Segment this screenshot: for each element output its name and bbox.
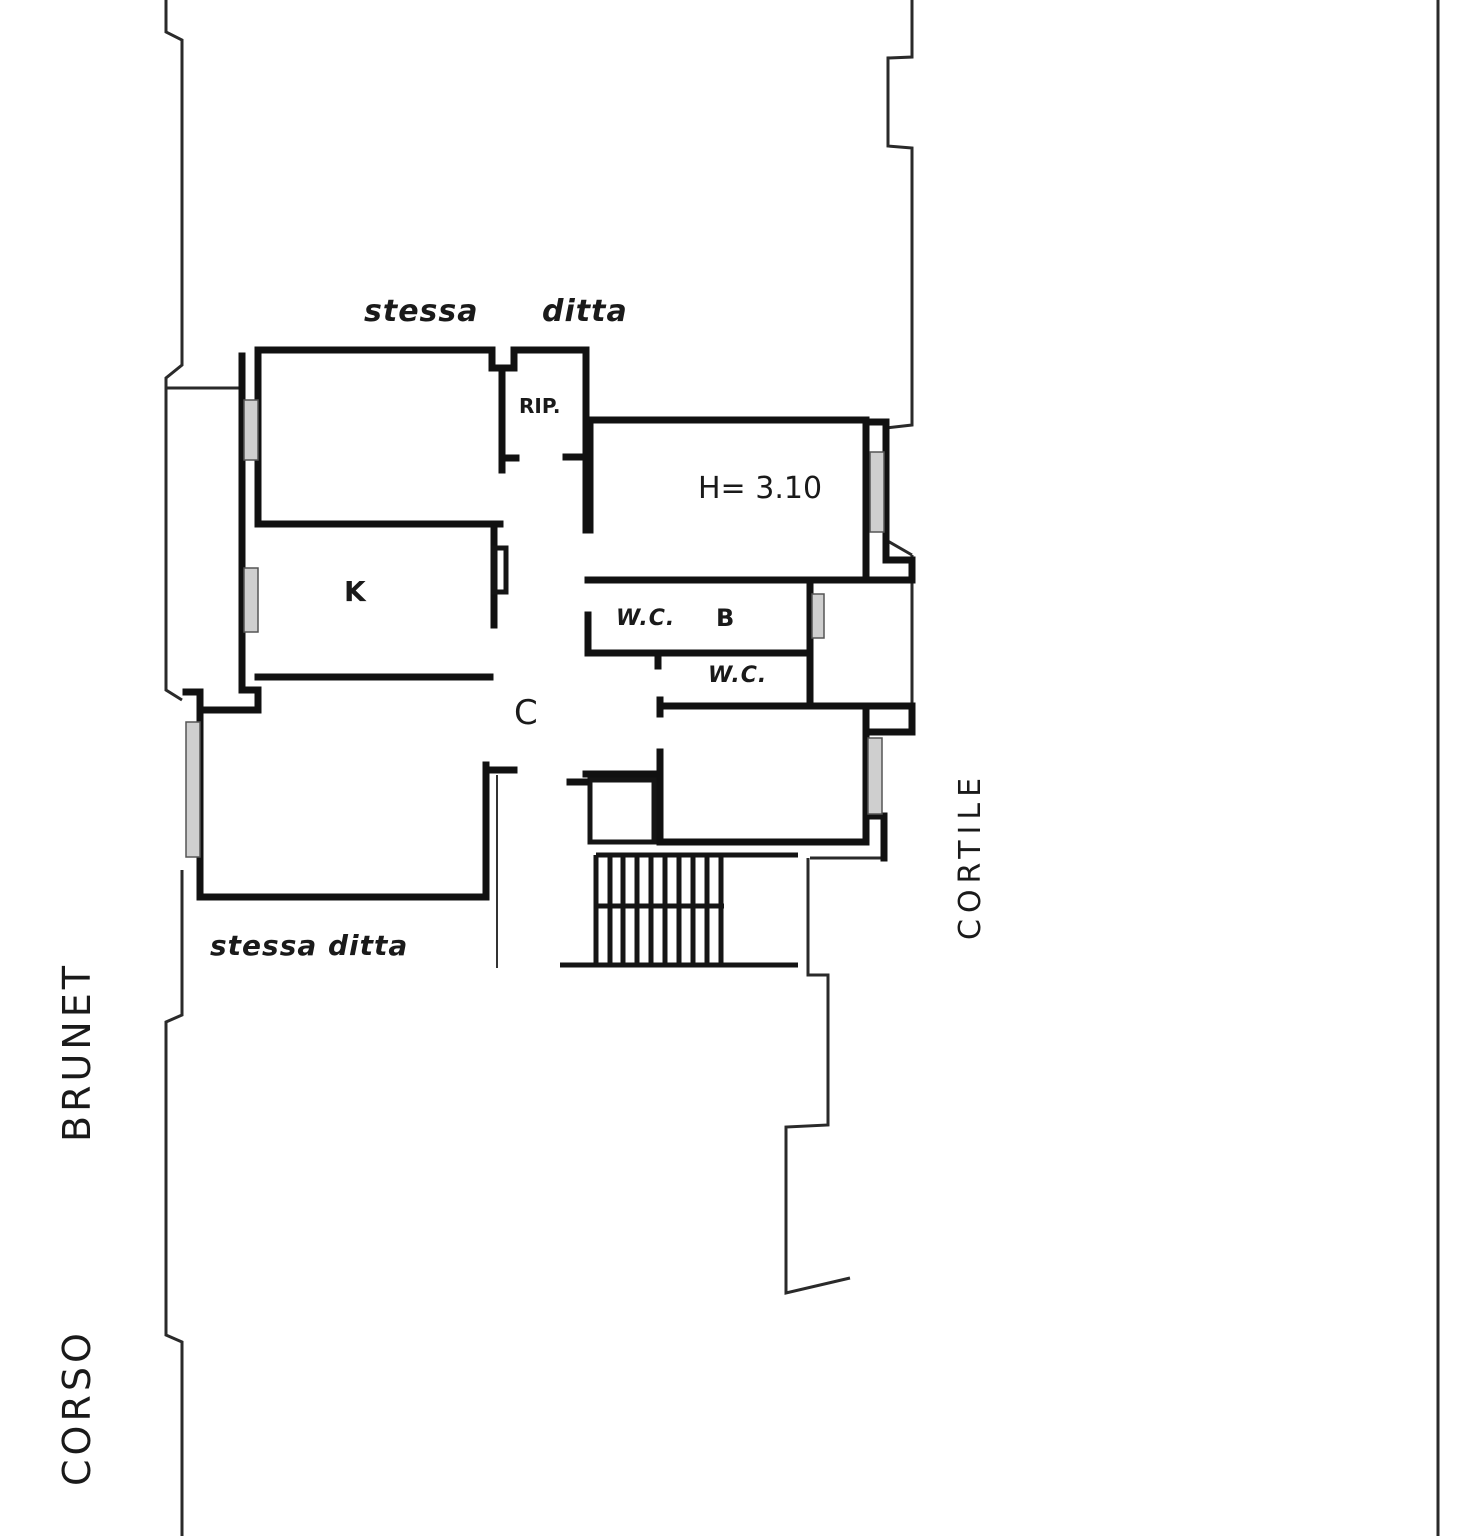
label-wc-1: W.C. bbox=[616, 606, 676, 631]
windows bbox=[185, 399, 885, 858]
label-wc-2: W.C. bbox=[708, 663, 768, 688]
label-street-corso: CORSO bbox=[55, 1329, 99, 1486]
staircase bbox=[560, 852, 798, 968]
label-neighbor-bottom: stessa ditta bbox=[210, 929, 409, 962]
label-storage: RIP. bbox=[519, 394, 561, 418]
label-street-brunet: BRUNET bbox=[55, 962, 99, 1142]
label-corridor: C bbox=[514, 693, 538, 733]
label-bathroom: B bbox=[716, 604, 735, 632]
label-room-height: H= 3.10 bbox=[698, 471, 823, 506]
label-courtyard: CORTILE bbox=[953, 771, 988, 940]
label-neighbor-top-1: stessa bbox=[364, 294, 479, 329]
building-outline bbox=[164, 0, 1440, 1536]
label-neighbor-top-2: ditta bbox=[542, 294, 628, 329]
label-kitchen: K bbox=[344, 575, 366, 608]
apartment-walls bbox=[182, 346, 916, 968]
